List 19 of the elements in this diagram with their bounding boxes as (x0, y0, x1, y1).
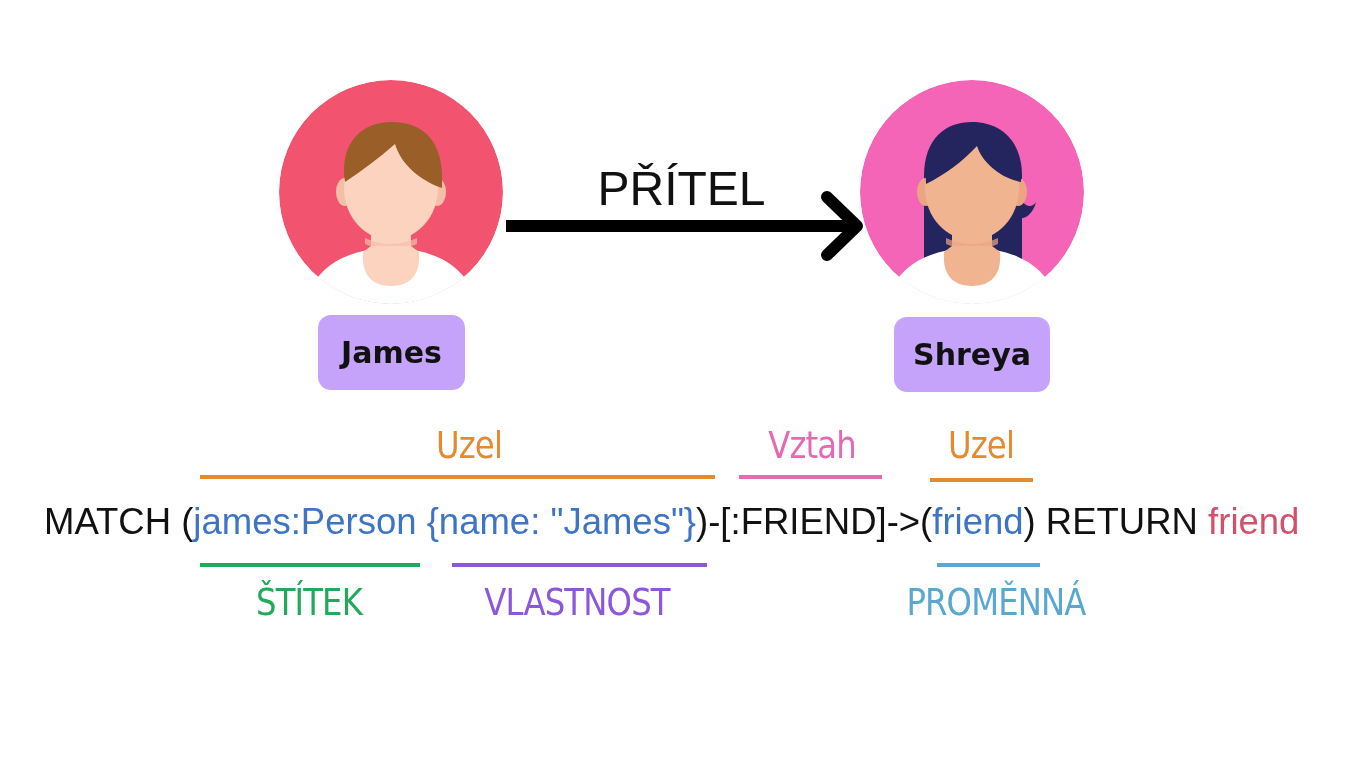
code-text: friend (932, 501, 1024, 543)
avatar-illustration (860, 80, 1084, 304)
name-badge (894, 317, 1050, 392)
annotation-label: VLASTNOST (484, 580, 670, 624)
arrow (506, 191, 863, 261)
code-text: james:Person {name: "James"} (193, 501, 697, 543)
code-text: friend (1208, 501, 1300, 543)
code-text: MATCH ( (44, 501, 194, 543)
name-badge (318, 315, 465, 390)
annotation-label: Uzel (948, 423, 1014, 467)
code-text: ) RETURN (1023, 501, 1198, 543)
annotation-label: Vztah (768, 423, 856, 467)
annotation-label: ŠTÍTEK (256, 580, 362, 624)
annotation-label: PROMĚNNÁ (906, 580, 1086, 624)
code-text: )-[:FRIEND]->( (696, 501, 933, 543)
person-name: Shreya (913, 336, 1031, 373)
annotation-label: Uzel (436, 423, 502, 467)
person-name: James (341, 334, 442, 371)
avatar-illustration (279, 80, 503, 304)
